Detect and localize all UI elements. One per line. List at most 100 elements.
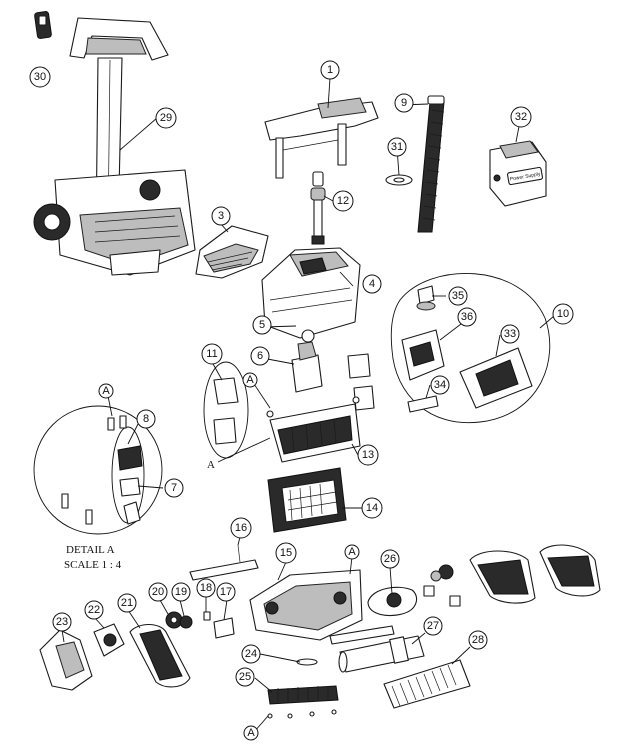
callout-27: 27 bbox=[423, 616, 443, 636]
callout-1: 1 bbox=[320, 60, 340, 80]
svg-text:27: 27 bbox=[427, 620, 439, 632]
svg-text:10: 10 bbox=[557, 308, 569, 320]
part-tracks-left bbox=[39, 611, 235, 691]
callout-22: 22 bbox=[84, 600, 104, 620]
part-27-roller-core bbox=[338, 635, 425, 673]
svg-text:11: 11 bbox=[206, 348, 217, 360]
callout-21: 21 bbox=[117, 593, 137, 613]
part-14-filter-baskets bbox=[267, 467, 347, 533]
callout-24: 24 bbox=[241, 644, 261, 664]
part-24-pin bbox=[296, 658, 318, 666]
svg-text:6: 6 bbox=[257, 350, 263, 362]
callout-35: 35 bbox=[448, 286, 468, 306]
callout-28: 28 bbox=[468, 630, 488, 650]
callout-6: 6 bbox=[250, 346, 270, 366]
part-bracket-right bbox=[347, 353, 375, 411]
svg-text:A: A bbox=[246, 374, 254, 386]
callout-25: 25 bbox=[235, 667, 255, 687]
part-12-swivel bbox=[310, 171, 326, 245]
callout-7: 7 bbox=[164, 478, 184, 498]
callout-33: 33 bbox=[500, 324, 520, 344]
detail-a-group bbox=[33, 405, 163, 535]
callout-5: 5 bbox=[252, 315, 272, 335]
callout-32: 32 bbox=[510, 106, 532, 128]
callout-11: 11 bbox=[201, 343, 223, 365]
svg-text:8: 8 bbox=[143, 413, 149, 425]
svg-text:29: 29 bbox=[160, 112, 172, 124]
part-13-filter-tray bbox=[266, 396, 361, 463]
callout-31: 31 bbox=[387, 137, 407, 157]
svg-text:1: 1 bbox=[327, 64, 333, 76]
part-3-cover bbox=[195, 225, 269, 279]
svg-text:19: 19 bbox=[175, 586, 187, 598]
svg-text:23: 23 bbox=[56, 616, 68, 628]
callout-30: 30 bbox=[29, 66, 51, 88]
part-11-brackets bbox=[203, 361, 249, 459]
svg-text:3: 3 bbox=[218, 210, 224, 222]
svg-text:4: 4 bbox=[369, 278, 375, 290]
callout-16: 16 bbox=[230, 517, 252, 539]
svg-text:16: 16 bbox=[235, 522, 247, 534]
callout-13: 13 bbox=[357, 444, 379, 466]
svg-text:12: 12 bbox=[337, 195, 349, 207]
part-25-roller bbox=[267, 685, 339, 719]
callout-19: 19 bbox=[171, 582, 191, 602]
svg-text:5: 5 bbox=[259, 319, 265, 331]
part-30-remote bbox=[34, 11, 52, 39]
callout-26: 26 bbox=[380, 549, 400, 569]
callout-34: 34 bbox=[430, 375, 450, 395]
callout-29: 29 bbox=[155, 107, 177, 129]
callout-15: 15 bbox=[275, 542, 297, 564]
detail-scale: SCALE 1 : 4 bbox=[64, 559, 122, 571]
part-10-group bbox=[390, 273, 551, 424]
svg-text:A: A bbox=[247, 727, 255, 739]
svg-text:26: 26 bbox=[384, 553, 396, 565]
svg-text:15: 15 bbox=[280, 547, 292, 559]
svg-text:A: A bbox=[348, 546, 356, 558]
svg-text:28: 28 bbox=[472, 634, 484, 646]
part-tracks-right bbox=[430, 544, 601, 604]
part-32-power-supply: Power Supply bbox=[489, 140, 547, 207]
part-1-handle bbox=[264, 97, 379, 179]
part-4-housing bbox=[261, 247, 361, 339]
section-marker-a: A bbox=[344, 544, 360, 560]
section-line-label: A bbox=[207, 459, 215, 471]
section-marker-a: A bbox=[243, 725, 259, 741]
svg-text:20: 20 bbox=[152, 586, 164, 598]
part-6-motor bbox=[291, 329, 323, 393]
callout-14: 14 bbox=[361, 497, 383, 519]
part-15-chassis bbox=[249, 569, 395, 645]
detail-title: DETAIL A bbox=[66, 544, 115, 556]
svg-text:24: 24 bbox=[245, 648, 257, 660]
svg-text:34: 34 bbox=[434, 379, 446, 391]
svg-text:35: 35 bbox=[452, 290, 464, 302]
part-28-brush bbox=[383, 659, 471, 709]
svg-text:33: 33 bbox=[504, 328, 516, 340]
part-31-clip bbox=[385, 174, 413, 186]
svg-text:A: A bbox=[102, 385, 110, 397]
svg-text:14: 14 bbox=[366, 502, 378, 514]
section-marker-a: A bbox=[98, 383, 114, 399]
callout-18: 18 bbox=[196, 578, 216, 598]
svg-text:31: 31 bbox=[391, 141, 403, 153]
callout-3: 3 bbox=[211, 206, 231, 226]
callout-4: 4 bbox=[362, 274, 382, 294]
part-26-impeller bbox=[367, 585, 461, 617]
callout-12: 12 bbox=[332, 190, 354, 212]
callout-10: 10 bbox=[552, 303, 574, 325]
callout-17: 17 bbox=[216, 582, 236, 602]
svg-text:17: 17 bbox=[220, 586, 232, 598]
part-9-cable bbox=[417, 95, 445, 233]
svg-text:32: 32 bbox=[515, 111, 527, 123]
part-29-caddy-cart bbox=[33, 17, 196, 276]
svg-text:9: 9 bbox=[401, 97, 407, 109]
svg-text:21: 21 bbox=[121, 597, 133, 609]
callout-23: 23 bbox=[52, 612, 72, 632]
svg-text:22: 22 bbox=[88, 604, 100, 616]
svg-text:7: 7 bbox=[171, 482, 177, 494]
callout-9: 9 bbox=[394, 93, 414, 113]
svg-text:30: 30 bbox=[34, 71, 46, 83]
svg-text:36: 36 bbox=[461, 311, 473, 323]
svg-text:13: 13 bbox=[362, 449, 374, 461]
